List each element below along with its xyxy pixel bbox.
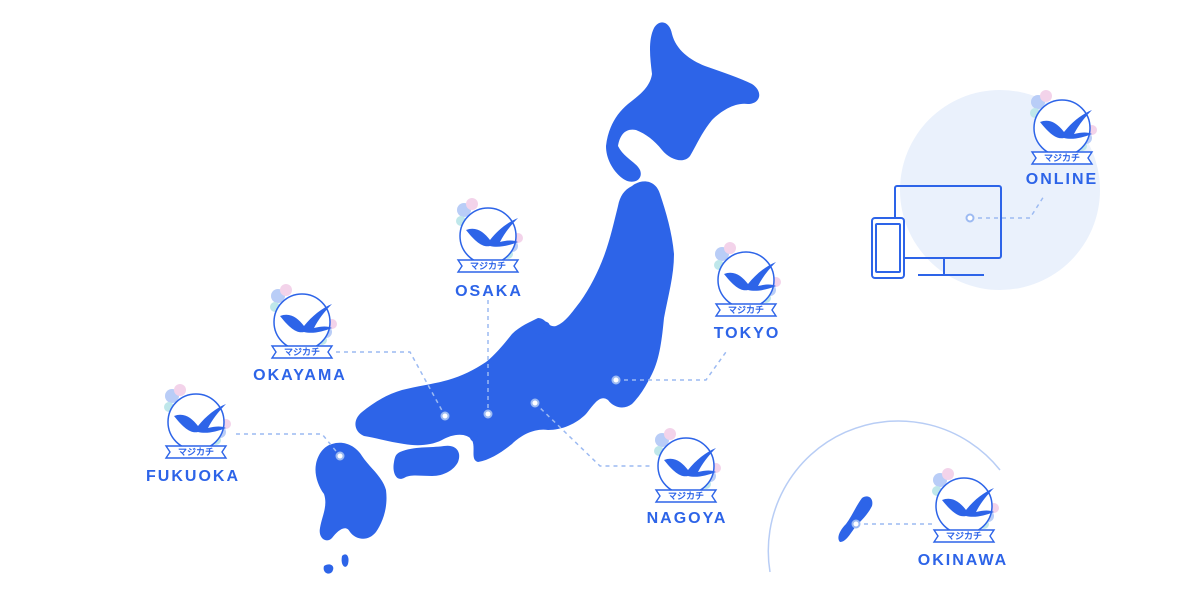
connector-online <box>970 195 1045 219</box>
marker-nagoya <box>530 398 540 408</box>
label-okayama: OKAYAMA <box>253 367 347 384</box>
online-devices <box>871 185 1002 279</box>
marker-osaka <box>483 409 493 419</box>
swallow-badge-icon: マジカチ <box>164 384 231 459</box>
badge-ribbon-text: マジカチ <box>946 531 982 542</box>
label-tokyo: TOKYO <box>713 325 781 342</box>
badge-tokyo: マジカチ <box>708 240 788 324</box>
hokkaido-island <box>606 22 760 182</box>
marker-online <box>965 213 975 223</box>
label-okinawa: OKINAWA <box>917 552 1009 569</box>
marker-okinawa <box>851 519 861 529</box>
swallow-badge-icon: マジカチ <box>714 242 781 317</box>
swallow-badge-icon: マジカチ <box>932 468 999 543</box>
sado-island <box>532 321 550 335</box>
badge-okayama: マジカチ <box>264 282 344 366</box>
label-fukuoka: FUKUOKA <box>146 468 240 485</box>
marker-okayama <box>440 411 450 421</box>
connector-tokyo <box>616 351 727 381</box>
shikoku-island <box>393 445 460 479</box>
label-osaka: OSAKA <box>455 283 523 300</box>
swallow-badge-icon: マジカチ <box>1030 90 1097 165</box>
connector-okayama <box>336 351 446 417</box>
marker-tokyo <box>611 375 621 385</box>
kyushu-island <box>315 442 387 541</box>
badge-ribbon-text: マジカチ <box>728 305 764 316</box>
okinawa-island <box>838 496 873 542</box>
badge-osaka: マジカチ <box>450 196 530 280</box>
location-markers <box>335 213 975 529</box>
label-online: ONLINE <box>1025 171 1099 188</box>
japan-silhouette <box>315 22 873 574</box>
badge-nagoya: マジカチ <box>648 426 728 510</box>
badge-ribbon-text: マジカチ <box>284 347 320 358</box>
badge-ribbon-text: マジカチ <box>178 447 214 458</box>
badge-fukuoka: マジカチ <box>158 382 238 466</box>
swallow-badge-icon: マジカチ <box>456 198 523 273</box>
connector-fukuoka <box>236 433 341 457</box>
badge-ribbon-text: マジカチ <box>470 261 506 272</box>
okinawa-arc <box>767 420 1001 573</box>
honshu-island <box>355 181 674 463</box>
swallow-badge-icon: マジカチ <box>270 284 337 359</box>
badge-okinawa: マジカチ <box>926 466 1006 550</box>
marker-fukuoka <box>335 451 345 461</box>
badge-ribbon-text: マジカチ <box>1044 153 1080 164</box>
label-nagoya: NAGOYA <box>646 510 728 527</box>
connector-lines <box>236 195 1045 525</box>
smartphone-screen-icon <box>875 223 901 273</box>
badge-ribbon-text: マジカチ <box>668 491 704 502</box>
connector-nagoya <box>534 402 650 467</box>
yakushima-island <box>323 564 334 574</box>
smartphone-icon <box>871 217 905 279</box>
awaji-island <box>469 429 478 442</box>
badge-online: マジカチ <box>1024 88 1104 172</box>
swallow-badge-icon: マジカチ <box>654 428 721 503</box>
tanegashima-island <box>341 554 349 567</box>
